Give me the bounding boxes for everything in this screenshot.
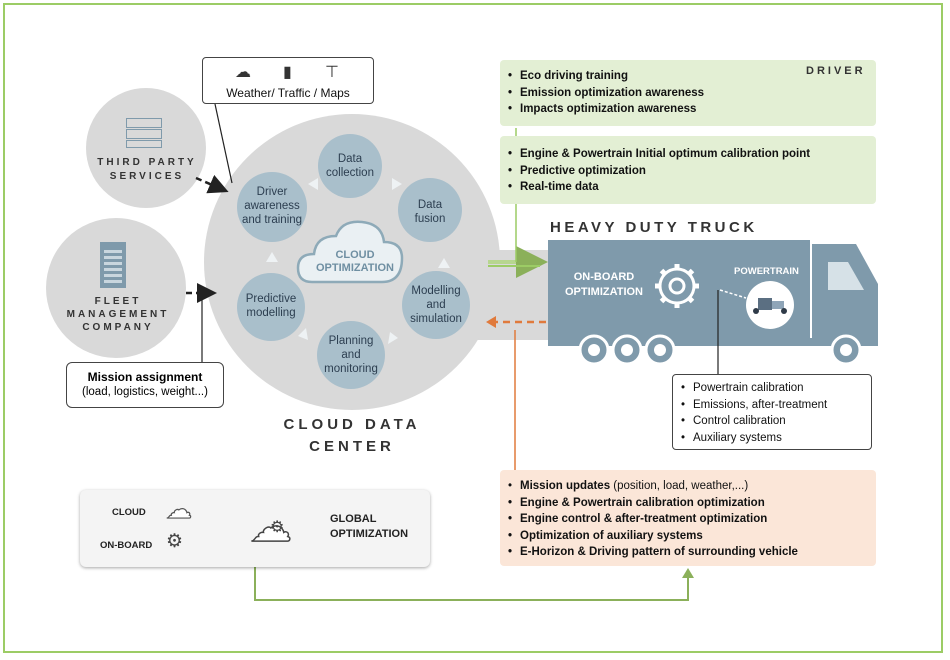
global-gear-icon: ⚙ [270,519,285,536]
mission-subtitle: (load, logistics, weight...) [82,386,208,398]
cloud-rain-icon: ☁ [235,64,251,81]
building-icon [100,242,126,288]
weather-label: Weather/ Traffic / Maps [226,86,350,100]
cloud-optimization-shape [296,220,404,284]
onboard-optimization-label: ON-BOARD OPTIMIZATION [564,271,643,298]
fleet-label: FLEET MANAGEMENT COMPANY [66,296,170,333]
calibration-item-1: Powertrain calibration [681,380,871,397]
calibration-item-4: Auxiliary systems [681,430,871,447]
mission-updates-item-5: E-Horizon & Driving pattern of surroundi… [508,544,876,561]
node-planning [317,321,385,389]
signpost-icon: ⊤ [325,64,339,81]
truck-title: HEAVY DUTY TRUCK [550,219,758,236]
onboard-gear-icon: ⚙ [166,531,184,552]
server-icon [126,118,162,148]
global-cloud-label: CLOUD [112,507,146,518]
node-modelling [402,271,470,339]
calibration-item-3: Control calibration [681,413,871,430]
node-predictive [237,273,305,341]
engine-item-2: Predictive optimization [508,163,876,180]
gear-icon [655,264,699,308]
mission-updates-item-3: Engine control & after-treatment optimiz… [508,511,876,528]
mission-updates-item-2: Engine & Powertrain calibration optimiza… [508,495,876,512]
powertrain-label: POWERTRAIN [734,266,799,277]
fleet-circle [46,218,186,358]
mission-updates-item-1: Mission updates (position, load, weather… [508,478,876,495]
driver-panel: Eco driving training Emission optimizati… [500,60,876,126]
mission-updates-panel: Mission updates (position, load, weather… [500,470,876,566]
figure-frame [3,3,943,653]
weather-box: ☁ ▮ ⊤ Weather/ Traffic / Maps [202,57,374,104]
global-optimization-box: CLOUD ☁ ON-BOARD ⚙ ☁ ⚙ GLOBAL OPTIMIZATI… [80,490,430,567]
powertrain-icon [753,298,787,314]
global-cloud-icon: ☁ [249,503,293,550]
node-data-fusion [398,178,462,242]
traffic-light-icon: ▮ [283,64,292,81]
calibration-item-2: Emissions, after-treatment [681,397,871,414]
truck-shape [548,240,878,366]
mission-assignment-box: Mission assignment (load, logistics, wei… [66,362,224,408]
mission-updates-item-4: Optimization of auxiliary systems [508,528,876,545]
node-driver-awareness [237,172,307,242]
cycle-arrows [266,178,450,344]
third-party-label: THIRD PARTY SERVICES [97,157,197,182]
driver-label: DRIVER [806,65,866,77]
driver-item-3: Impacts optimization awareness [508,101,876,118]
global-connector [254,567,689,601]
engine-panel: Engine & Powertrain Initial optimum cali… [500,136,876,204]
cloud-optimization-label: CLOUD OPTIMIZATION [315,249,394,274]
driver-item-1: Eco driving training [508,68,876,85]
engine-item-3: Real-time data [508,179,876,196]
calibration-box: Powertrain calibration Emissions, after-… [672,374,872,450]
driver-item-2: Emission optimization awareness [508,85,876,102]
global-onboard-label: ON-BOARD [100,540,153,551]
cloud-data-center-label: CLOUD DATA CENTER [283,416,421,455]
mission-title: Mission assignment [87,370,203,384]
node-data-collection [318,134,382,198]
cloud-icon: ☁ [165,494,192,524]
engine-item-1: Engine & Powertrain Initial optimum cali… [508,146,876,163]
global-optimization-label: GLOBAL OPTIMIZATION [330,513,409,540]
third-party-circle [86,88,206,208]
